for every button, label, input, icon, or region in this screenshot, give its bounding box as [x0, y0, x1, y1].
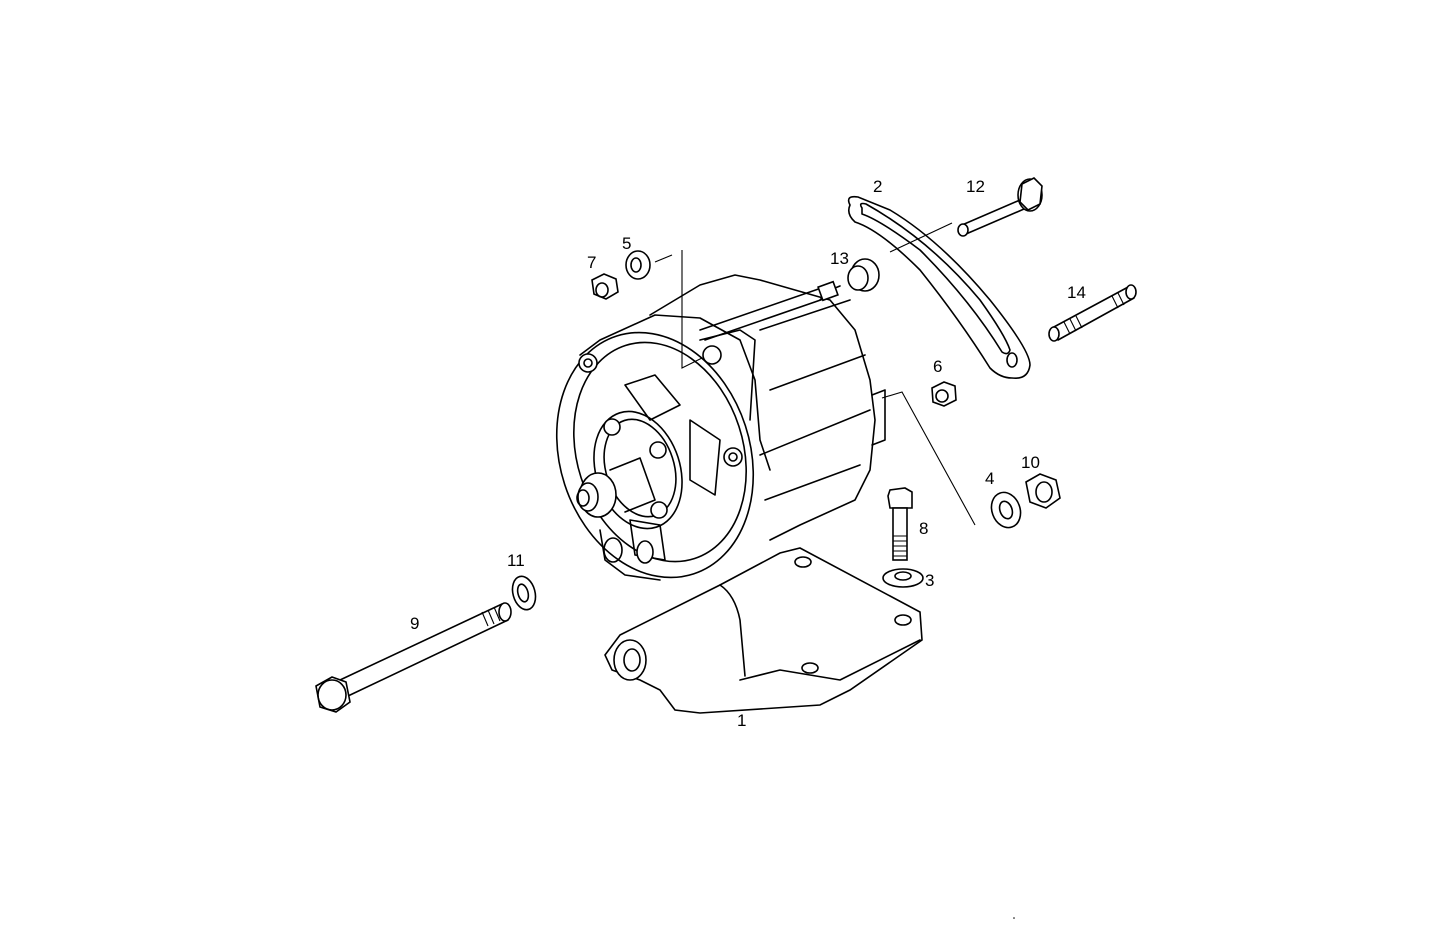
- adjusting-strap-2: [847, 195, 1031, 380]
- mounting-bracket-1: [604, 547, 923, 714]
- callout-6: 6: [933, 357, 943, 376]
- bolt-12: [957, 177, 1043, 237]
- callout-5: 5: [622, 234, 632, 253]
- washer-5: [625, 250, 651, 280]
- washer-3: [882, 568, 924, 588]
- nut-7: [591, 273, 619, 300]
- alternator: [555, 274, 886, 581]
- callout-12: 12: [966, 177, 985, 196]
- washer-11: [511, 575, 537, 611]
- callout-2: 2: [873, 177, 883, 196]
- callout-14: 14: [1067, 283, 1086, 302]
- callout-8: 8: [919, 519, 929, 538]
- bolt-8: [887, 487, 913, 561]
- callout-10: 10: [1021, 453, 1040, 472]
- callout-13: 13: [830, 249, 849, 268]
- nut-10: [1025, 473, 1061, 509]
- stud-14: [1048, 284, 1137, 342]
- callout-9: 9: [410, 614, 420, 633]
- callout-3: 3: [925, 571, 935, 590]
- washer-4: [990, 491, 1022, 529]
- callout-4: 4: [985, 469, 995, 488]
- callout-7: 7: [587, 253, 597, 272]
- long-bolt-9: [315, 602, 512, 713]
- bushing-13: [847, 258, 880, 292]
- callout-1: 1: [737, 711, 747, 730]
- callout-11: 11: [507, 551, 525, 570]
- nut-6: [931, 381, 957, 407]
